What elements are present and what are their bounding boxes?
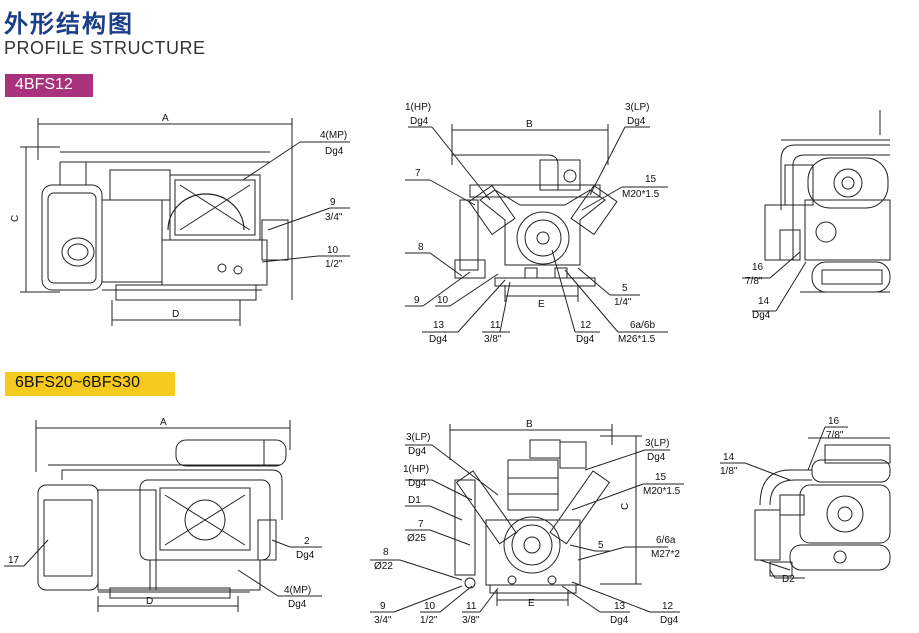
dim-e-4bfs12: E bbox=[538, 299, 545, 310]
label-4bfs12-front-7-num: 10 bbox=[437, 295, 449, 306]
side-view-4bfs12 bbox=[20, 118, 293, 326]
label-4bfs12-rear-2-num: 14 bbox=[758, 296, 770, 307]
label-6bfs-front-13-spec: Dg4 bbox=[610, 615, 629, 626]
label-6bfs-front-8-spec: M27*2 bbox=[651, 549, 680, 560]
label-4bfs12-front-5-num: 8 bbox=[418, 242, 424, 253]
label-6bfs-front-1-spec: Dg4 bbox=[408, 446, 427, 457]
label-6bfs-front-2-num: 3(LP) bbox=[645, 438, 669, 449]
label-6bfs-front-12-num: 11 bbox=[466, 601, 477, 612]
label-4bfs12-side-1-num: 4(MP) bbox=[320, 130, 347, 141]
label-4bfs12-side-3-num: 10 bbox=[327, 245, 339, 256]
label-6bfs-front-10-spec: 3/4" bbox=[374, 615, 392, 626]
label-6bfs-rear-1-spec: 7/8" bbox=[826, 430, 844, 441]
label-4bfs12-front-1-spec: Dg4 bbox=[410, 116, 429, 127]
label-4bfs12-side-1-spec: Dg4 bbox=[325, 146, 344, 157]
label-6bfs-front-3-num: 1(HP) bbox=[403, 464, 429, 475]
page-title-cn: 外形结构图 bbox=[4, 10, 134, 38]
label-4bfs12-front-2-num: 3(LP) bbox=[625, 102, 649, 113]
label-6bfs-front-1-num: 3(LP) bbox=[406, 432, 430, 443]
label-4bfs12-front-3-num: 7 bbox=[415, 168, 421, 179]
label-6bfs-side-1-spec: Dg4 bbox=[296, 550, 315, 561]
label-4bfs12-front-12-spec: M26*1.5 bbox=[618, 334, 656, 345]
label-6bfs-rear-3-num: D2 bbox=[782, 574, 795, 585]
label-6bfs-front-10-num: 9 bbox=[380, 601, 386, 612]
label-4bfs12-front-11-num: 12 bbox=[580, 320, 592, 331]
label-4bfs12-front-9-spec: Dg4 bbox=[429, 334, 448, 345]
dim-c-4bfs12: C bbox=[10, 215, 21, 222]
label-4bfs12-front-11-spec: Dg4 bbox=[576, 334, 595, 345]
label-4bfs12-front-4-num: 15 bbox=[645, 174, 657, 185]
rear-view-4bfs12 bbox=[764, 110, 891, 293]
label-6bfs-front-4-spec: M20*1.5 bbox=[643, 486, 681, 497]
label-6bfs-front-11-num: 10 bbox=[424, 601, 436, 612]
side-view-6bfs-leaders bbox=[4, 539, 322, 597]
label-6bfs-front-4-num: 15 bbox=[655, 472, 667, 483]
rear-view-4bfs12-leaders bbox=[742, 251, 807, 312]
label-6bfs-front-12-spec: 3/8" bbox=[462, 615, 480, 626]
label-6bfs-front-13-num: 13 bbox=[614, 601, 626, 612]
model-badge-6bfs: 6BFS20~6BFS30 bbox=[5, 372, 175, 396]
label-6bfs-front-7-num: 5 bbox=[598, 540, 604, 551]
label-6bfs-rear-2-spec: 1/8" bbox=[720, 466, 738, 477]
label-6bfs-side-1-num: 2 bbox=[304, 536, 310, 547]
label-4bfs12-front-6-num: 9 bbox=[414, 295, 420, 306]
label-6bfs-front-9-spec: Ø22 bbox=[374, 561, 393, 572]
dim-d-4bfs12: D bbox=[172, 309, 179, 320]
dim-a-4bfs12: A bbox=[162, 113, 169, 124]
label-4bfs12-front-9-num: 13 bbox=[433, 320, 445, 331]
dim-e-6bfs: E bbox=[528, 598, 535, 609]
label-6bfs-side-2-num: 4(MP) bbox=[284, 585, 311, 596]
label-6bfs-side-3-num: 17 bbox=[8, 555, 20, 566]
label-4bfs12-rear-1-num: 16 bbox=[752, 262, 764, 273]
label-6bfs-front-8-num: 6/6a bbox=[656, 535, 676, 546]
label-4bfs12-front-2-spec: Dg4 bbox=[627, 116, 646, 127]
label-4bfs12-front-8-num: 5 bbox=[622, 283, 628, 294]
front-view-4bfs12 bbox=[451, 124, 618, 302]
rear-view-6bfs bbox=[754, 437, 891, 577]
label-4bfs12-front-12-num: 6a/6b bbox=[630, 320, 655, 331]
label-6bfs-front-5-num: D1 bbox=[408, 495, 421, 506]
label-6bfs-front-2-spec: Dg4 bbox=[647, 452, 666, 463]
front-view-6bfs-leaders bbox=[370, 444, 684, 613]
front-view-6bfs bbox=[449, 424, 642, 606]
label-4bfs12-side-2-num: 9 bbox=[330, 197, 336, 208]
label-6bfs-rear-1-num: 16 bbox=[828, 416, 840, 427]
label-6bfs-front-6-spec: Ø25 bbox=[407, 533, 426, 544]
dim-c-6bfs: C bbox=[620, 503, 631, 510]
label-6bfs-rear-2-num: 14 bbox=[723, 452, 735, 463]
label-6bfs-front-3-spec: Dg4 bbox=[408, 478, 427, 489]
label-4bfs12-front-10-num: 11 bbox=[490, 320, 501, 331]
dim-b-4bfs12: B bbox=[526, 119, 533, 130]
front-view-4bfs12-leaders bbox=[405, 126, 668, 333]
rear-view-6bfs-leaders bbox=[720, 426, 848, 579]
label-4bfs12-front-1-num: 1(HP) bbox=[405, 102, 431, 113]
label-6bfs-front-11-spec: 1/2" bbox=[420, 615, 438, 626]
dim-a-6bfs: A bbox=[160, 417, 167, 428]
label-4bfs12-front-8-spec: 1/4" bbox=[614, 297, 632, 308]
page-title-en: PROFILE STRUCTURE bbox=[4, 38, 206, 58]
side-view-6bfs bbox=[35, 420, 291, 612]
label-4bfs12-rear-1-spec: 7/8" bbox=[745, 276, 763, 287]
label-4bfs12-front-10-spec: 3/8" bbox=[484, 334, 502, 345]
dim-d-6bfs: D bbox=[146, 596, 153, 607]
side-view-4bfs12-leaders bbox=[242, 141, 350, 263]
label-6bfs-front-14-num: 12 bbox=[662, 601, 674, 612]
label-4bfs12-side-2-spec: 3/4" bbox=[325, 212, 343, 223]
dim-b-6bfs: B bbox=[526, 419, 533, 430]
label-6bfs-side-2-spec: Dg4 bbox=[288, 599, 307, 610]
label-4bfs12-side-3-spec: 1/2" bbox=[325, 259, 343, 270]
model-badge-4bfs12: 4BFS12 bbox=[5, 74, 93, 97]
label-6bfs-front-6-num: 7 bbox=[418, 519, 424, 530]
label-6bfs-front-9-num: 8 bbox=[383, 547, 389, 558]
label-4bfs12-rear-2-spec: Dg4 bbox=[752, 310, 771, 321]
label-4bfs12-front-4-spec: M20*1.5 bbox=[622, 189, 660, 200]
label-6bfs-front-14-spec: Dg4 bbox=[660, 615, 679, 626]
